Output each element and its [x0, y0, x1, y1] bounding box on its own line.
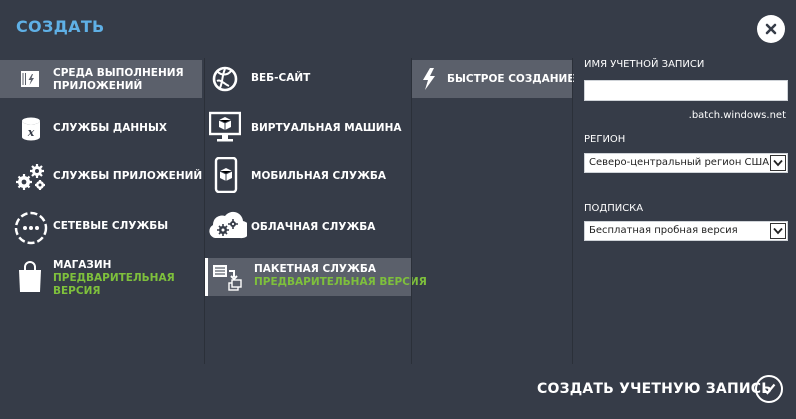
service-cloud[interactable]: ОБЛАЧНАЯ СЛУЖБА — [205, 206, 411, 248]
category-list: СРЕДА ВЫПОЛНЕНИЯ ПРИЛОЖЕНИЙ x СЛУЖБЫ ДАН… — [0, 58, 202, 364]
create-account-confirm-button[interactable] — [755, 375, 783, 403]
batch-service-icon — [211, 263, 245, 293]
category-store-preview-2: ВЕРСИЯ — [53, 285, 101, 297]
region-select-value: Северо-центральный регион США — [589, 157, 770, 168]
category-store-preview: ПРЕДВАРИТЕЛЬНАЯ — [53, 272, 175, 284]
dialog-title: СОЗДАТЬ — [16, 17, 105, 36]
lightning-icon — [420, 67, 438, 91]
data-services-icon: x — [20, 116, 42, 142]
network-services-icon — [14, 211, 48, 245]
app-services-icon — [15, 164, 47, 192]
subscription-label: ПОДПИСКА — [584, 203, 644, 214]
chevron-down-icon — [770, 223, 786, 239]
close-icon — [765, 23, 777, 35]
service-mobile[interactable]: МОБИЛЬНАЯ СЛУЖБА — [205, 154, 411, 198]
service-virtual-machine-label: ВИРТУАЛЬНАЯ МАШИНА — [251, 122, 402, 134]
category-store-label: МАГАЗИН — [53, 259, 112, 271]
service-website-label: ВЕБ-САЙТ — [251, 72, 311, 84]
category-network-services[interactable]: СЕТЕВЫЕ СЛУЖБЫ — [0, 208, 202, 246]
service-virtual-machine[interactable]: ВИРТУАЛЬНАЯ МАШИНА — [205, 108, 411, 148]
region-select[interactable]: Северо-центральный регион США — [584, 153, 788, 173]
close-button[interactable] — [757, 15, 785, 43]
cloud-service-icon — [207, 208, 247, 242]
category-network-services-label: СЕТЕВЫЕ СЛУЖБЫ — [53, 220, 169, 232]
website-icon — [212, 66, 238, 92]
option-quick-create-label: БЫСТРОЕ СОЗДАНИЕ — [447, 73, 575, 85]
service-batch[interactable]: ПАКЕТНАЯ СЛУЖБА ПРЕДВАРИТЕЛЬНАЯ ВЕРСИЯ — [205, 258, 427, 296]
service-website[interactable]: ВЕБ-САЙТ — [205, 60, 411, 98]
category-compute[interactable]: СРЕДА ВЫПОЛНЕНИЯ ПРИЛОЖЕНИЙ — [0, 60, 202, 98]
service-batch-label: ПАКЕТНАЯ СЛУЖБА — [254, 263, 376, 275]
svg-text:x: x — [27, 126, 35, 139]
mobile-service-icon — [214, 157, 238, 193]
compute-icon — [19, 68, 41, 90]
subscription-select-value: Бесплатная пробная версия — [589, 225, 738, 236]
account-name-input[interactable] — [584, 80, 788, 101]
service-cloud-label: ОБЛАЧНАЯ СЛУЖБА — [251, 221, 376, 233]
option-list: БЫСТРОЕ СОЗДАНИЕ — [411, 58, 575, 364]
category-compute-label: СРЕДА ВЫПОЛНЕНИЯ — [53, 67, 184, 79]
category-data-services[interactable]: x СЛУЖБЫ ДАННЫХ — [0, 110, 202, 146]
category-app-services-label: СЛУЖБЫ ПРИЛОЖЕНИЙ — [53, 170, 203, 182]
subscription-select[interactable]: Бесплатная пробная версия — [584, 221, 788, 241]
store-bag-icon — [17, 260, 43, 294]
account-name-label: ИМЯ УЧЕТНОЙ ЗАПИСИ — [584, 59, 705, 70]
category-app-services[interactable]: СЛУЖБЫ ПРИЛОЖЕНИЙ — [0, 158, 202, 196]
checkmark-icon — [762, 383, 776, 395]
category-store[interactable]: МАГАЗИН ПРЕДВАРИТЕЛЬНАЯ ВЕРСИЯ — [0, 256, 202, 302]
service-batch-preview: ПРЕДВАРИТЕЛЬНАЯ ВЕРСИЯ — [254, 276, 427, 288]
region-label: РЕГИОН — [584, 134, 626, 145]
account-domain-suffix: .batch.windows.net — [688, 110, 786, 121]
column-divider — [572, 58, 573, 364]
service-list: ВЕБ-САЙТ ВИРТУАЛЬНАЯ МАШИНА — [204, 58, 427, 364]
virtual-machine-icon — [209, 111, 241, 143]
option-quick-create[interactable]: БЫСТРОЕ СОЗДАНИЕ — [412, 60, 575, 98]
service-mobile-label: МОБИЛЬНАЯ СЛУЖБА — [251, 170, 387, 182]
create-account-button[interactable]: СОЗДАТЬ УЧЕТНУЮ ЗАПИСЬ — [537, 381, 773, 397]
category-data-services-label: СЛУЖБЫ ДАННЫХ — [53, 122, 167, 134]
chevron-down-icon — [770, 155, 786, 171]
category-compute-label-2: ПРИЛОЖЕНИЙ — [53, 80, 143, 92]
